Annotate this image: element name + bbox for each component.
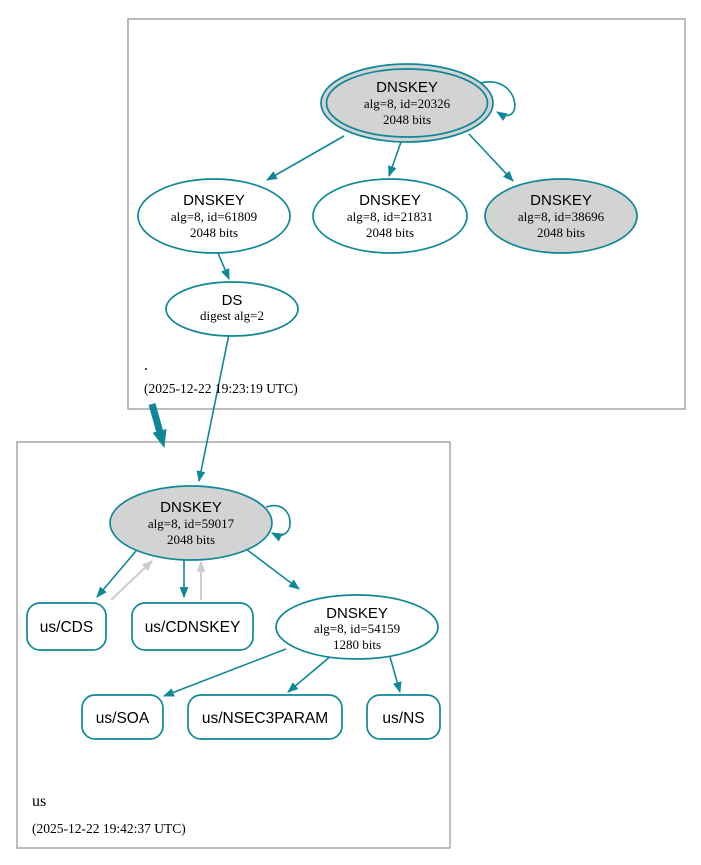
us-ksk-detail1: alg=8, id=59017 (148, 516, 235, 531)
us-soa-label: us/SOA (96, 710, 150, 727)
edge-root-zsk1-ds (217, 252, 230, 281)
us-zone-timestamp: (2025-12-22 19:42:37 UTC) (32, 821, 186, 836)
us-zsk-title: DNSKEY (326, 605, 388, 622)
edges-us (96, 504, 402, 697)
root-zsk1-node: DNSKEY alg=8, id=61809 2048 bits (137, 178, 291, 254)
root-zsk2-title: DNSKEY (359, 192, 421, 209)
us-ksk-detail2: 2048 bits (167, 532, 215, 547)
root-ksk-detail2: 2048 bits (383, 112, 431, 127)
edge-root-ksk-zsk2 (388, 141, 402, 178)
root-zone-label: . (144, 357, 148, 374)
edge-us-zsk-soa (162, 648, 287, 697)
us-ns-label: us/NS (382, 710, 424, 727)
us-cdnskey-label: us/CDNSKEY (145, 619, 241, 636)
edge-delegation-root-us (148, 403, 167, 449)
us-soa-node: us/SOA (81, 694, 164, 740)
edge-us-zsk-ns (389, 656, 402, 694)
root-ksk-detail1: alg=8, id=20326 (364, 96, 451, 111)
edge-ds-us-ksk (196, 333, 230, 483)
us-zsk-detail2: 1280 bits (333, 637, 381, 652)
us-ksk-ellipse (109, 485, 273, 561)
us-cdnskey-rect (131, 602, 254, 651)
root-zsk2-node: DNSKEY alg=8, id=21831 2048 bits (312, 178, 468, 254)
root-zsk3-node: DNSKEY alg=8, id=38696 2048 bits (484, 178, 638, 254)
us-zsk-node: DNSKEY alg=8, id=54159 1280 bits (275, 594, 439, 660)
root-zsk3-ellipse (484, 178, 638, 254)
root-ds-title: DS (222, 292, 243, 309)
root-zsk1-detail2: 2048 bits (190, 225, 238, 240)
root-zsk2-ellipse (312, 178, 468, 254)
us-ksk-title: DNSKEY (160, 499, 222, 516)
edge-us-ksk-zsk (245, 548, 300, 590)
us-ksk-node: DNSKEY alg=8, id=59017 2048 bits (109, 485, 273, 561)
us-cds-rect (26, 602, 107, 651)
zone-box-us (16, 441, 451, 849)
root-zone-timestamp: (2025-12-22 19:23:19 UTC) (144, 381, 298, 396)
us-soa-rect (81, 694, 164, 740)
edge-root-ksk-selfsign (476, 81, 516, 121)
root-ksk-node: DNSKEY alg=8, id=20326 2048 bits (320, 63, 494, 143)
zone-box-root (127, 18, 686, 410)
us-cds-node: us/CDS (26, 602, 107, 651)
us-zsk-detail1: alg=8, id=54159 (314, 621, 400, 636)
edge-us-cds-ksk (110, 560, 153, 601)
root-zsk3-detail1: alg=8, id=38696 (518, 209, 605, 224)
edge-us-ksk-cds (96, 550, 137, 598)
root-ds-node: DS digest alg=2 (165, 281, 299, 337)
root-zsk3-detail2: 2048 bits (537, 225, 585, 240)
edge-us-zsk-nsec3param (287, 655, 332, 693)
root-zsk2-detail2: 2048 bits (366, 225, 414, 240)
us-zone-label: us (32, 793, 46, 810)
us-nsec3param-label: us/NSEC3PARAM (202, 710, 328, 727)
edge-us-ksk-selfsign (265, 504, 291, 542)
us-nsec3param-node: us/NSEC3PARAM (187, 694, 343, 740)
us-cdnskey-node: us/CDNSKEY (131, 602, 254, 651)
edge-root-ksk-zsk3 (468, 133, 514, 182)
root-ksk-inner-ellipse (325, 68, 489, 138)
root-zsk2-detail1: alg=8, id=21831 (347, 209, 433, 224)
root-ksk-title: DNSKEY (376, 79, 438, 96)
us-ns-node: us/NS (366, 694, 441, 740)
us-zsk-ellipse (275, 594, 439, 660)
us-nsec3param-rect (187, 694, 343, 740)
root-zsk3-title: DNSKEY (530, 192, 592, 209)
root-zsk1-title: DNSKEY (183, 192, 245, 209)
root-zsk1-detail1: alg=8, id=61809 (171, 209, 257, 224)
root-ds-ellipse (165, 281, 299, 337)
root-zsk1-ellipse (137, 178, 291, 254)
us-cds-label: us/CDS (40, 619, 93, 636)
edge-root-ksk-zsk1 (266, 135, 345, 181)
root-ds-detail1: digest alg=2 (200, 308, 264, 323)
edges-root (217, 81, 516, 281)
us-ns-rect (366, 694, 441, 740)
